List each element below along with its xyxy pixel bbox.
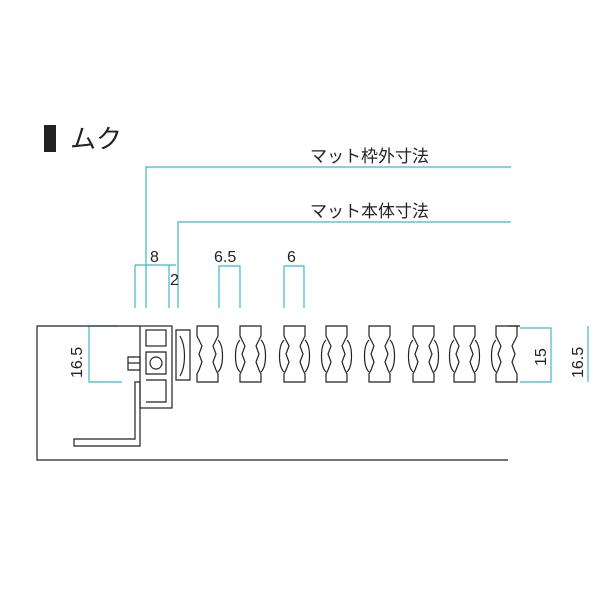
slat-connector xyxy=(433,339,455,373)
slat-connector xyxy=(304,339,327,373)
slat-connector xyxy=(346,339,370,373)
slat-connector xyxy=(260,339,285,373)
leader-lines xyxy=(88,166,589,383)
slat-connector xyxy=(474,339,497,373)
angle-bracket xyxy=(73,381,141,447)
slat-connector xyxy=(389,339,414,373)
slat-profile xyxy=(283,325,306,383)
heading-title: ムク xyxy=(70,125,122,155)
inner-height-dim xyxy=(520,327,552,383)
slat-profile xyxy=(453,325,476,383)
slat-profile xyxy=(412,325,435,383)
left-height-dim xyxy=(88,325,122,383)
frame-outer-leader xyxy=(145,166,511,308)
gap-value: 2 xyxy=(170,272,179,289)
slat-profile xyxy=(325,325,348,383)
slat-profile xyxy=(239,325,262,383)
right-height-value: 16.5 xyxy=(570,347,587,378)
inner-height-value: 15 xyxy=(533,348,550,366)
slat-row xyxy=(196,325,518,383)
frame-outer-label: マット枠外寸法 xyxy=(310,147,429,167)
slat-width-dim xyxy=(218,265,241,308)
slat-profile xyxy=(368,325,391,383)
frame-width-value: 8 xyxy=(150,249,159,266)
slat-profile xyxy=(196,325,219,383)
heading-marker xyxy=(44,125,56,152)
body-leader xyxy=(177,221,511,308)
body-label: マット本体寸法 xyxy=(310,202,429,222)
slat-spacing-value: 6 xyxy=(287,249,296,266)
slat-profile xyxy=(495,325,518,383)
slat-spacing-dim xyxy=(283,265,305,308)
slat-connector xyxy=(217,339,241,373)
slat-width-value: 6.5 xyxy=(214,249,236,266)
frame-profile xyxy=(127,325,173,409)
end-slat xyxy=(175,329,191,381)
left-height-value: 16.5 xyxy=(69,347,86,378)
